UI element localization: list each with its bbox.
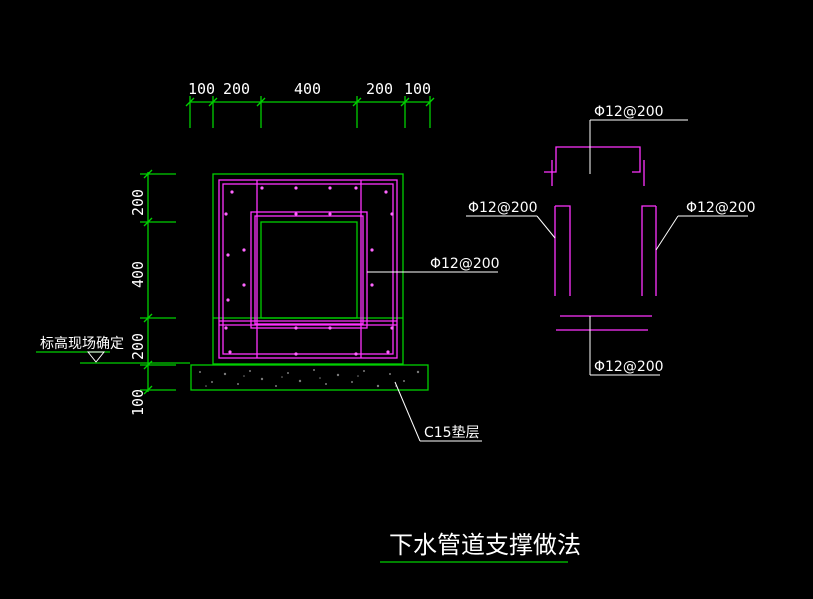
top-dimension-chain: 100 200 400 200 100 <box>185 80 435 128</box>
main-rebar-label: Φ12@200 <box>430 256 500 272</box>
top-dim-1: 100 <box>188 80 215 98</box>
side-dimension-chain: 200 400 200 100 <box>129 169 176 416</box>
side-dim-1: 200 <box>129 189 147 216</box>
cushion-callout: C15垫层 <box>394 381 482 442</box>
detail-left-label: Φ12@200 <box>468 200 538 216</box>
rebar-cage <box>218 179 398 359</box>
detail-right-label: Φ12@200 <box>686 200 756 216</box>
support-block <box>212 173 404 365</box>
top-dim-2: 200 <box>223 80 250 98</box>
top-dim-4: 200 <box>366 80 393 98</box>
cushion-layer <box>190 364 429 391</box>
side-dim-2: 400 <box>129 261 147 288</box>
top-dim-3: 400 <box>294 80 321 98</box>
drawing-title: 下水管道支撑做法 <box>380 531 581 563</box>
detail-bottom-label: Φ12@200 <box>594 359 664 375</box>
title-text: 下水管道支撑做法 <box>389 531 581 559</box>
side-dim-4: 100 <box>129 389 147 416</box>
rebar-detail: Φ12@200 Φ12@200 Φ12@200 Φ12@200 <box>466 104 756 376</box>
top-dim-5: 100 <box>404 80 431 98</box>
detail-top-label: Φ12@200 <box>594 104 664 120</box>
main-rebar-callout: Φ12@200 <box>367 256 500 273</box>
elevation-note-text: 标高现场确定 <box>40 335 124 352</box>
side-dim-3: 200 <box>129 333 147 360</box>
elevation-note: 标高现场确定 <box>36 335 190 364</box>
cushion-label: C15垫层 <box>424 425 480 441</box>
